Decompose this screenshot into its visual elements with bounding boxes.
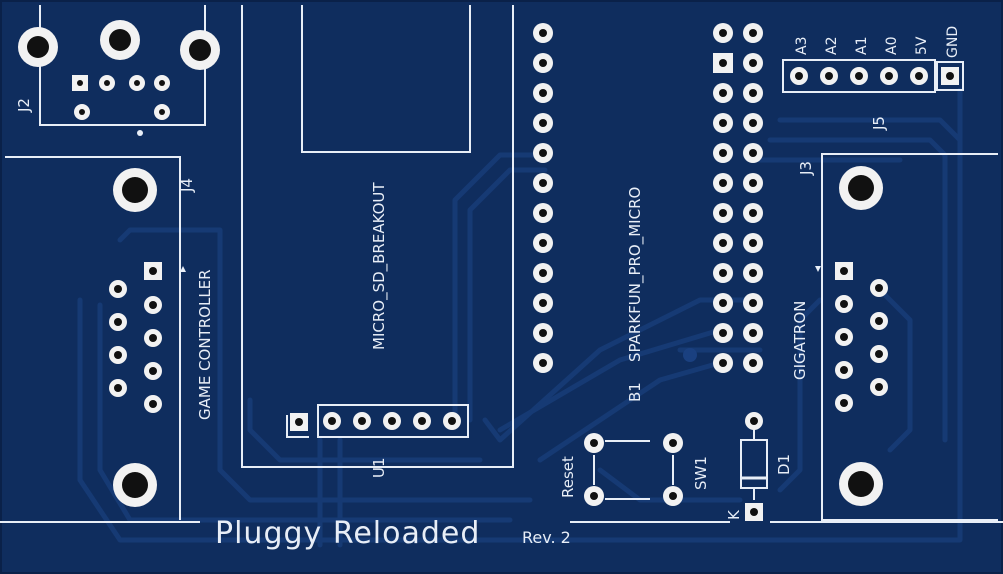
mounting-hole: [113, 463, 157, 507]
u1-header-outline: [317, 404, 469, 438]
cathode-k-label: K: [725, 509, 743, 520]
j4-label: J4: [178, 178, 196, 193]
j3-label: J3: [797, 161, 815, 176]
b1-label: B1: [626, 382, 644, 402]
micro-sd-label: MICRO_SD_BREAKOUT: [370, 182, 389, 350]
copper-traces: [77, 87, 963, 548]
reset-label: Reset: [559, 456, 577, 498]
sparkfun-pro-micro-label: SPARKFUN_PRO_MICRO: [626, 187, 645, 362]
pro-micro-left-pads: [533, 23, 553, 373]
pin-gnd-label: GND: [945, 26, 961, 58]
micro-sd-outline: [241, 5, 514, 468]
u1-label: U1: [370, 457, 388, 478]
j3-outline: [821, 153, 998, 521]
j2-label: J2: [15, 98, 33, 113]
j5-pads: [790, 67, 959, 85]
pro-micro-right-pads: [713, 23, 763, 373]
pin-a3-label: A3: [794, 37, 810, 55]
j5-header-outline: [782, 59, 936, 93]
j5-label: J5: [870, 116, 888, 131]
pin-a1-label: A1: [854, 37, 870, 55]
j4-outline: [5, 156, 181, 520]
mounting-holes: [18, 20, 883, 507]
micro-sd-card-slot: [301, 5, 471, 153]
d1-pads: [745, 412, 763, 521]
j3-pads: [835, 262, 888, 412]
d1-label: D1: [775, 454, 793, 475]
sw1-pads: [584, 433, 683, 506]
gigatron-label: GIGATRON: [791, 301, 809, 380]
mounting-hole: [18, 27, 58, 67]
silkscreen-outlines: [0, 5, 1003, 523]
board-revision: Rev. 2: [522, 528, 571, 547]
mounting-hole: [839, 166, 883, 210]
sw1-label: SW1: [692, 456, 710, 490]
mounting-hole: [100, 20, 140, 60]
pin-a2-label: A2: [824, 37, 840, 55]
mounting-hole: [180, 30, 220, 70]
mounting-hole: [113, 168, 157, 212]
pin-5v-label: 5V: [914, 36, 930, 55]
pin-a0-label: A0: [884, 37, 900, 55]
game-controller-label: GAME CONTROLLER: [196, 269, 214, 420]
mounting-hole: [839, 462, 883, 506]
board-title: Pluggy Reloaded: [215, 516, 480, 551]
vias: [137, 130, 821, 362]
